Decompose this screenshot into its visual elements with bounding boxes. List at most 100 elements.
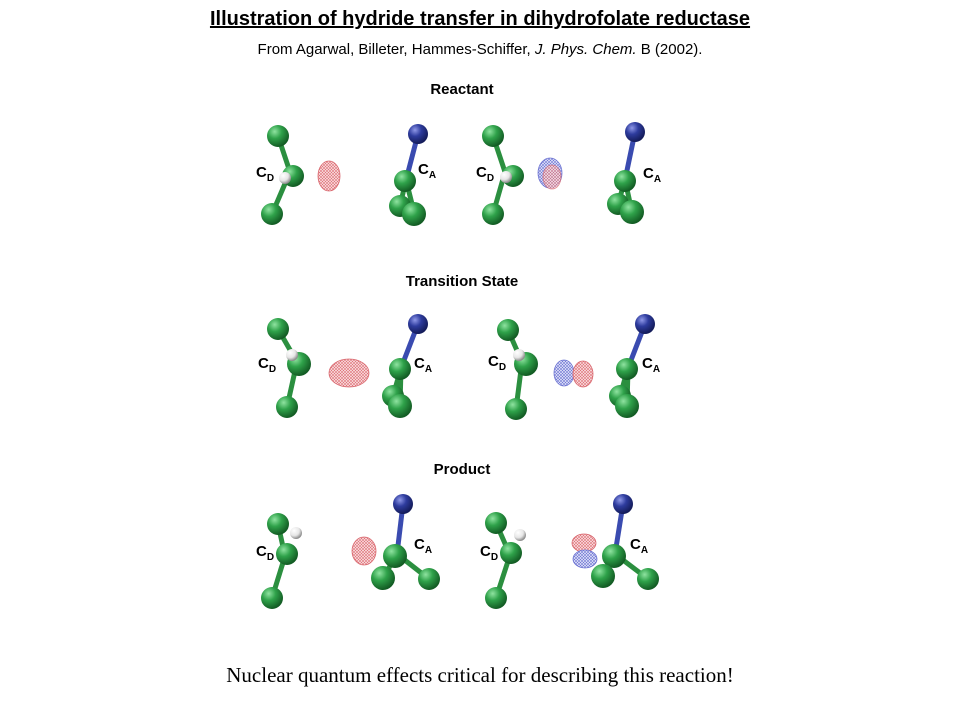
reactant-panel-left: CD CA [256,124,436,226]
transition-panel-right: CD CA [488,314,660,420]
svg-text:CD: CD [480,543,498,563]
hydrogen-atom [514,529,526,541]
carbon-atom [418,568,440,590]
carbon-atom [615,394,639,418]
carbon-atom [371,566,395,590]
carbon-atom [637,568,659,590]
carbon-atom [485,587,507,609]
svg-text:CA: CA [643,165,661,185]
carbon-atom [267,513,289,535]
donor-label: C [480,543,491,560]
carbon-atom [482,125,504,147]
donor-subscript: D [487,173,494,184]
hydrogen-atom [286,349,298,361]
donor-subscript: D [269,364,276,375]
carbon-atom [276,396,298,418]
acceptor-carbon-atom [614,170,636,192]
proton-density-red [571,533,597,553]
reactant-panel-right: CD CA [476,122,661,225]
svg-text:CA: CA [414,536,432,556]
donor-label: C [476,164,487,181]
hydrogen-atom [513,349,525,361]
hydrogen-atom [500,171,512,183]
acceptor-subscript: A [425,545,432,556]
carbon-atom [620,200,644,224]
svg-text:CD: CD [488,353,506,373]
donor-label: C [488,353,499,370]
acceptor-label: C [414,536,425,553]
acceptor-carbon-atom [616,358,638,380]
carbon-atom [267,125,289,147]
carbon-atom [261,587,283,609]
acceptor-carbon-atom [394,170,416,192]
nitrogen-atom [408,124,428,144]
row-label-reactant: Reactant [430,81,493,98]
proton-density-red-wide [328,358,370,388]
slide-title: Illustration of hydride transfer in dihy… [209,8,751,30]
donor-subscript: D [267,552,274,563]
acceptor-carbon-atom [383,544,407,568]
citation-journal: J. Phys. Chem. [534,41,637,58]
svg-text:CA: CA [642,355,660,375]
carbon-atom [505,398,527,420]
nitrogen-atom [635,314,655,334]
svg-text:CD: CD [258,355,276,375]
acceptor-subscript: A [641,545,648,556]
hydrogen-atom [279,172,291,184]
acceptor-subscript: A [654,174,661,185]
proton-density-red [317,160,341,192]
citation-authors: From Agarwal, Billeter, Hammes-Schiffer, [257,41,531,58]
acceptor-subscript: A [425,364,432,375]
nitrogen-atom [625,122,645,142]
row-label-transition-state: Transition State [406,273,519,290]
acceptor-label: C [414,355,425,372]
product-panel-right: CD CA [480,494,659,609]
acceptor-label: C [630,536,641,553]
citation-rest: B (2002). [640,41,703,58]
acceptor-subscript: A [429,170,436,181]
carbon-atom [388,394,412,418]
proton-density-red [542,164,562,190]
citation: From Agarwal, Billeter, Hammes-Schiffer,… [0,41,960,58]
acceptor-label: C [642,355,653,372]
acceptor-subscript: A [653,364,660,375]
carbon-atom [591,564,615,588]
carbon-atom [267,318,289,340]
svg-text:CA: CA [630,536,648,556]
carbon-atom [497,319,519,341]
carbon-atom [261,203,283,225]
proton-density-red [572,360,594,388]
donor-subscript: D [267,173,274,184]
proton-density-blue [572,549,598,569]
svg-text:CD: CD [256,543,274,563]
svg-text:CD: CD [256,164,274,184]
donor-label: C [256,164,267,181]
acceptor-label: C [418,161,429,178]
row-label-product: Product [434,461,491,478]
donor-carbon-atom [500,542,522,564]
svg-text:CA: CA [418,161,436,181]
transition-panel-left: CD CA [258,314,432,418]
svg-text:CA: CA [414,355,432,375]
nitrogen-atom [393,494,413,514]
carbon-atom [402,202,426,226]
proton-density-red [351,536,377,566]
nitrogen-atom [408,314,428,334]
donor-subscript: D [491,552,498,563]
donor-label: C [256,543,267,560]
acceptor-carbon-atom [602,544,626,568]
proton-density-blue [553,359,575,387]
svg-text:CD: CD [476,164,494,184]
caption: Nuclear quantum effects critical for des… [226,663,734,687]
donor-subscript: D [499,362,506,373]
acceptor-carbon-atom [389,358,411,380]
donor-label: C [258,355,269,372]
product-panel-left: CD CA [256,494,440,609]
carbon-atom [482,203,504,225]
nitrogen-atom [613,494,633,514]
hydrogen-atom [290,527,302,539]
donor-carbon-atom [276,543,298,565]
carbon-atom [485,512,507,534]
acceptor-label: C [643,165,654,182]
